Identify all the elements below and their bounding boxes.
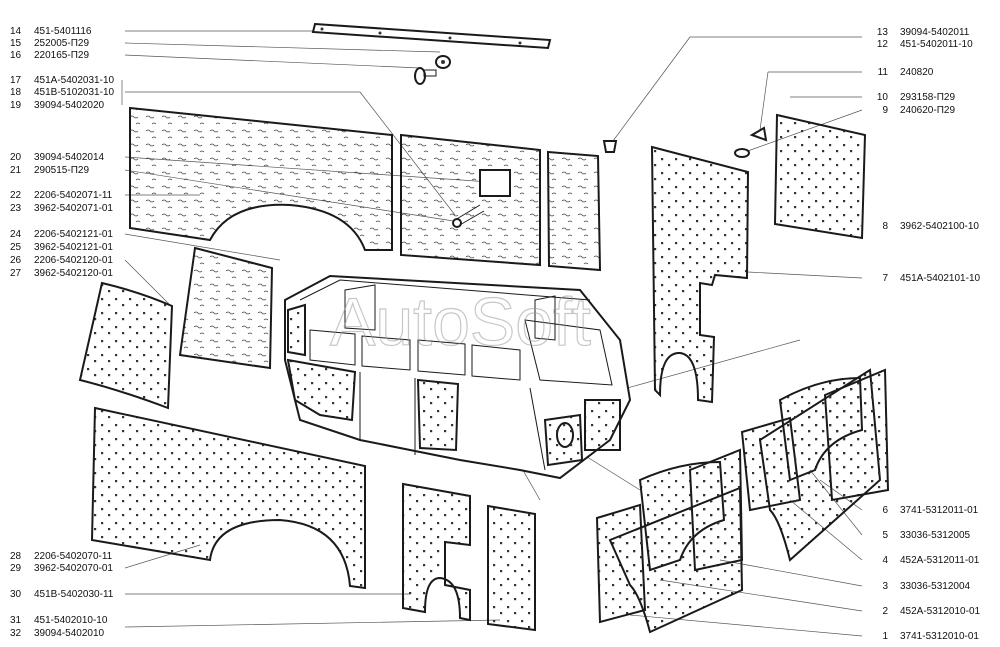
callout-number-1: 1 [882,631,888,642]
callout-part-25: 3962-5402121-01 [34,242,113,253]
part-door-lower-30 [402,482,471,622]
callout-number-18: 18 [10,87,22,98]
callout-number-7: 7 [882,273,888,284]
callout-part-4: 452А-5312011-01 [900,555,980,566]
callout-number-20: 20 [10,152,22,163]
callout-number-28: 28 [10,551,22,562]
callout-number-12: 12 [877,39,889,50]
callout-part-15: 252005-П29 [34,38,89,49]
callout-number-8: 8 [882,221,888,232]
callout-part-22: 2206-5402071-11 [34,190,113,201]
part-panel-8 [773,113,867,240]
part-panel-27 [78,281,174,410]
part-screw-21 [452,204,485,228]
callout-part-9: 240620-П29 [900,105,955,116]
callout-part-28: 2206-5402070-11 [34,551,113,562]
part-screw-washer-15-16 [414,55,451,85]
callout-number-21: 21 [10,165,22,176]
callout-number-27: 27 [10,268,22,279]
callout-part-21: 290515-П29 [34,165,89,176]
callout-part-1: 3741-5312010-01 [900,631,979,642]
callout-number-14: 14 [10,26,22,37]
callout-part-12: 451-5402011-10 [900,39,973,50]
callout-number-4: 4 [882,555,888,566]
callout-part-18: 451В-5102031-10 [34,87,115,98]
part-narrow-panel-12 [546,150,602,272]
callout-part-27: 3962-5402120-01 [34,268,113,279]
part-pin-11 [602,140,618,153]
part-upper-side-panel-19 [129,106,393,251]
callout-number-13: 13 [877,27,889,38]
callout-number-10: 10 [877,92,889,103]
callout-number-31: 31 [10,615,22,626]
callout-part-3: 33036-5312004 [900,581,971,592]
callout-part-26: 2206-5402120-01 [34,255,113,266]
callout-part-31: 451-5402010-10 [34,615,108,626]
callout-number-16: 16 [10,50,22,61]
callout-part-7: 451А-5402101-10 [900,273,981,284]
part-middle-panel-20 [400,133,541,267]
callout-number-29: 29 [10,563,22,574]
part-clips-9-10 [734,126,768,158]
callout-part-6: 3741-5312011-01 [900,505,979,516]
callout-number-2: 2 [882,606,888,617]
callout-part-16: 220165-П29 [34,50,89,61]
part-narrow-lower-31 [487,504,536,632]
callout-part-32: 39094-5402010 [34,628,105,639]
callout-number-6: 6 [882,505,888,516]
callout-number-23: 23 [10,203,22,214]
vehicle-body [284,274,632,480]
callout-number-25: 25 [10,242,22,253]
callout-number-26: 26 [10,255,22,266]
callout-part-10: 293158-П29 [900,92,955,103]
callout-part-20: 39094-5402014 [34,152,105,163]
part-strip-14 [311,22,552,50]
callout-part-14: 451-5401116 [34,26,92,37]
callout-number-5: 5 [882,530,888,541]
part-door-panel-7 [650,145,750,404]
callout-part-5: 33036-5312005 [900,530,971,541]
part-lower-side-panel-29 [90,406,366,590]
callout-number-15: 15 [10,38,22,49]
callout-number-19: 19 [10,100,22,111]
part-panel-25 [178,246,274,370]
callout-part-30: 451В-5402030-11 [34,589,114,600]
callout-part-19: 39094-5402020 [34,100,105,111]
callout-number-32: 32 [10,628,22,639]
part-wheel-arch-left-1-4 [595,448,744,634]
callout-number-11: 11 [878,67,889,78]
callout-number-30: 30 [10,589,22,600]
callout-part-29: 3962-5402070-01 [34,563,113,574]
callout-part-24: 2206-5402121-01 [34,229,113,240]
watermark: AutoSoft [330,284,591,360]
callout-part-17: 451А-5402031-10 [34,75,115,86]
callout-number-17: 17 [10,75,22,86]
callout-part-23: 3962-5402071-01 [34,203,113,214]
callout-number-22: 22 [10,190,22,201]
callout-part-2: 452А-5312010-01 [900,606,981,617]
part-wheel-arch-right-3-6 [740,368,890,562]
callout-part-8: 3962-5402100-10 [900,221,979,232]
callout-part-11: 240820 [900,67,934,78]
callout-number-3: 3 [882,581,888,592]
callout-part-13: 39094-5402011 [900,27,970,38]
callout-number-24: 24 [10,229,22,240]
callout-number-9: 9 [882,105,888,116]
